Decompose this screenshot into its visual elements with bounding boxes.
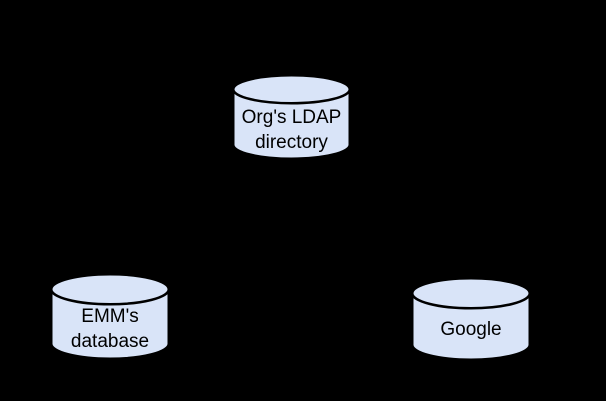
node-orgs-ldap-directory: Org's LDAP directory	[232, 74, 351, 160]
node-google: Google	[411, 277, 531, 361]
database-cylinder-icon	[232, 74, 351, 160]
cylinder-body	[232, 89, 351, 160]
cylinder-top	[50, 273, 170, 306]
cylinder-body	[411, 293, 531, 361]
database-cylinder-icon	[50, 273, 170, 360]
database-cylinder-icon	[411, 277, 531, 361]
cylinder-body	[50, 289, 170, 360]
cylinder-top	[411, 277, 531, 310]
node-emms-database: EMM's database	[50, 273, 170, 360]
cylinder-top	[232, 74, 351, 105]
